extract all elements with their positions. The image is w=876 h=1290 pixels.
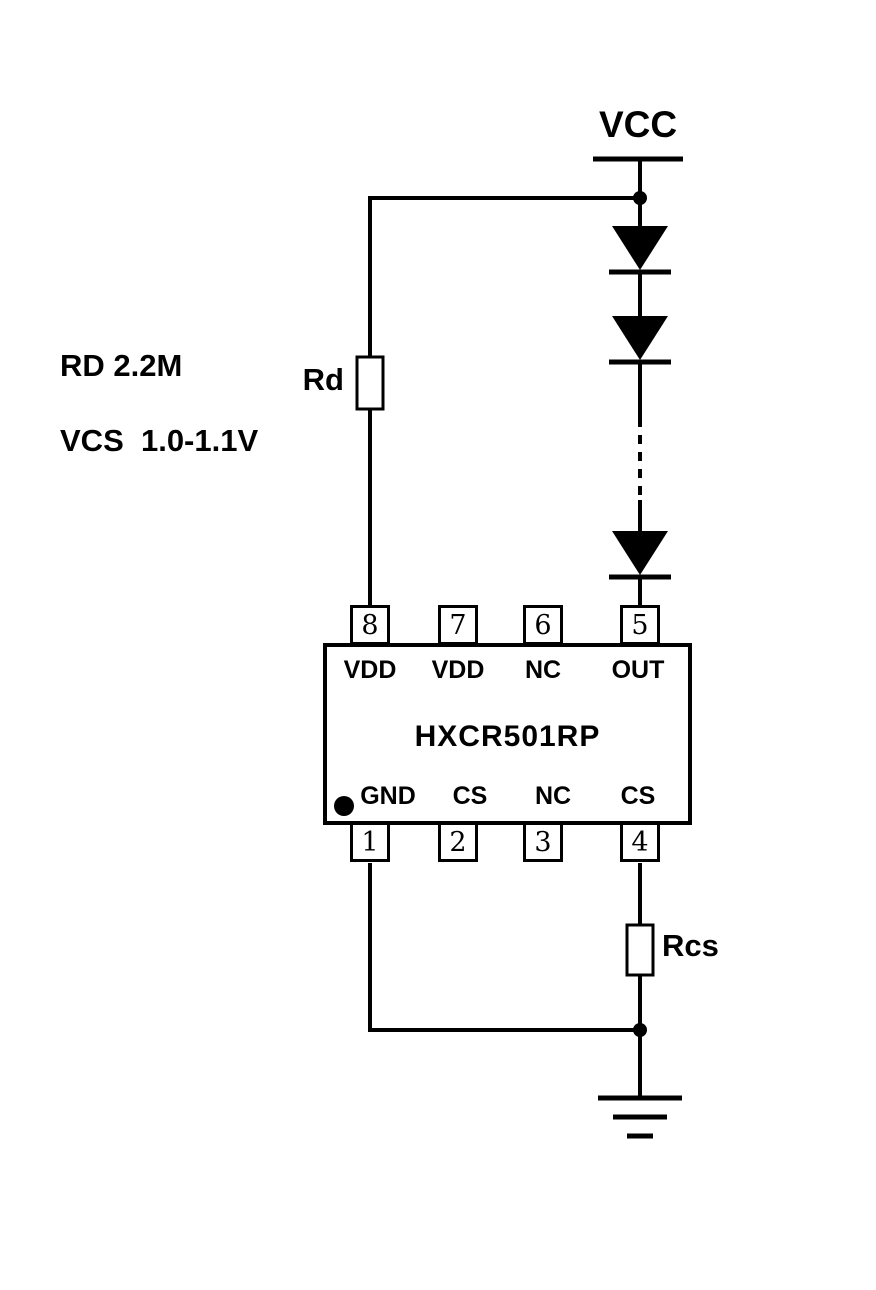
wire-vcc-to-rd [368, 196, 640, 357]
resistor-rcs-label: Rcs [662, 928, 719, 963]
ic-part-number: HXCR501RP [414, 720, 601, 753]
pin-4-box: 4 [620, 822, 660, 862]
pin-8-function-label: VDD [343, 656, 397, 684]
pin-7-box: 7 [438, 605, 478, 645]
junction-dot-bottom [633, 1023, 647, 1037]
pin-8-box: 8 [350, 605, 390, 645]
pin-1-function-label: GND [360, 782, 416, 810]
led-1-icon [612, 226, 668, 270]
pin-5-function-label: OUT [611, 656, 665, 684]
pin1-marker-dot [334, 796, 354, 816]
pin-2-box: 2 [438, 822, 478, 862]
pin-4-function-label: CS [620, 782, 656, 810]
pin-6-function-label: NC [524, 656, 562, 684]
resistor-rd-label: Rd [302, 362, 344, 397]
resistor-rd-symbol [355, 355, 385, 411]
pin-7-function-label: VDD [431, 656, 485, 684]
note-rd-value: RD 2.2M [60, 348, 183, 383]
vcc-label: VCC [598, 104, 678, 145]
wire-pin1-to-node [368, 863, 640, 1032]
pin-3-box: 3 [523, 822, 563, 862]
pin-1-box: 1 [350, 822, 390, 862]
pin-5-box: 5 [620, 605, 660, 645]
led-2-icon [612, 316, 668, 360]
junction-dot-top [633, 191, 647, 205]
led-3-icon [612, 531, 668, 575]
ic-body [323, 643, 692, 825]
resistor-rcs-symbol [625, 923, 655, 977]
pin-6-box: 6 [523, 605, 563, 645]
note-vcs-value: VCS 1.0-1.1V [60, 423, 259, 458]
pin-3-function-label: NC [534, 782, 572, 810]
pin-2-function-label: CS [452, 782, 488, 810]
